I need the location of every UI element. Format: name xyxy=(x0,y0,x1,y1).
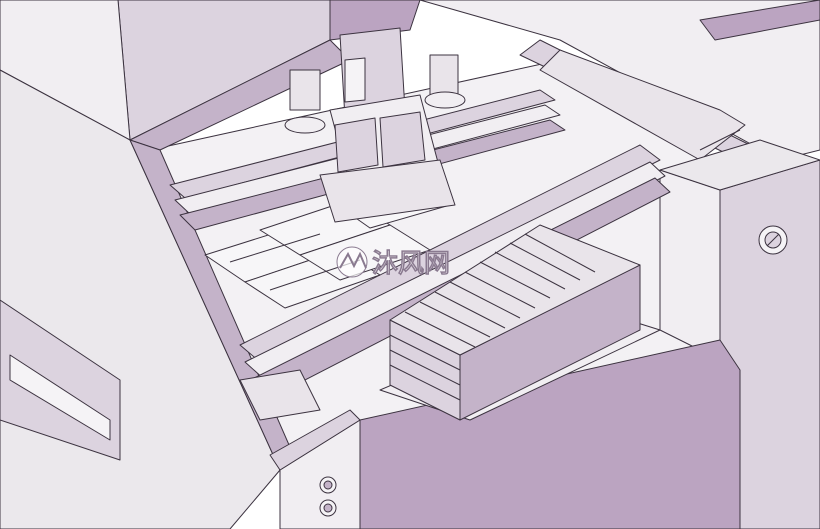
gripper-head xyxy=(319,94,456,223)
front-housing xyxy=(269,339,741,529)
mf-logo xyxy=(336,246,368,278)
front-control-buttons xyxy=(319,476,337,517)
top-hood xyxy=(0,0,421,151)
top-right-cover xyxy=(419,0,820,161)
side-knob xyxy=(758,225,788,255)
watermark-text: 沐风网 xyxy=(372,249,450,279)
watermark: 沐风网 xyxy=(336,246,450,279)
gantry-carriage xyxy=(284,27,466,134)
stacked-tray-magazine xyxy=(379,224,661,421)
